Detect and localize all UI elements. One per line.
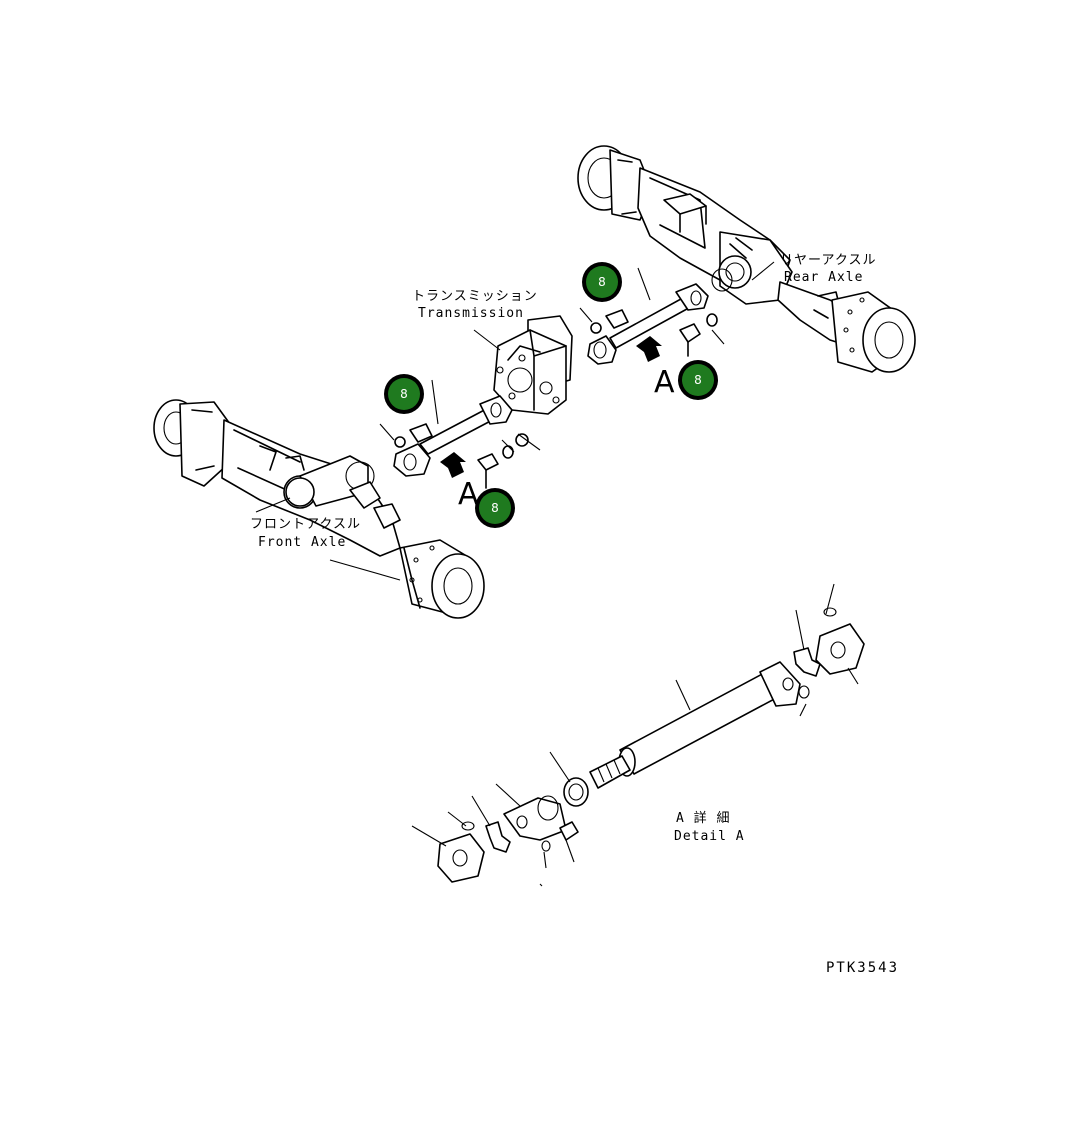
detail-a-exploded (411, 583, 865, 887)
svg-text:8: 8 (598, 275, 606, 289)
rear-axle-label-jp: リヤーアクスル (780, 253, 876, 268)
direction-arrow (440, 452, 466, 478)
detail-a-label-jp: A 詳 細 (676, 810, 730, 826)
front-driveshaft (393, 395, 529, 489)
front-axle (153, 399, 485, 619)
front-axle-label-jp: フロントアクスル (250, 517, 361, 532)
callout-bubble[interactable]: 8 (582, 262, 622, 302)
front-axle-label-en: Front Axle (258, 535, 346, 550)
callout-bubble[interactable]: 8 (678, 360, 718, 400)
callout-bubble[interactable]: 8 (475, 488, 515, 528)
detail-a-label-en: Detail A (674, 829, 745, 844)
drawing-code: PTK3543 (826, 960, 899, 976)
direction-arrow (636, 336, 662, 362)
callout-bubble[interactable]: 8 (384, 374, 424, 414)
transmission-label-en: Transmission (418, 306, 524, 321)
view-a-marker-front: A (458, 477, 479, 512)
leader-lines (255, 261, 775, 581)
transmission (493, 315, 573, 415)
rear-axle (577, 145, 916, 373)
svg-text:8: 8 (400, 387, 408, 401)
svg-text:8: 8 (491, 501, 499, 515)
svg-text:8: 8 (694, 373, 702, 387)
rear-axle-label-en: Rear Axle (784, 270, 863, 285)
view-a-marker-rear: A (654, 365, 675, 400)
rear-driveshaft (587, 283, 718, 365)
transmission-label-jp: トランスミッション (412, 289, 538, 304)
